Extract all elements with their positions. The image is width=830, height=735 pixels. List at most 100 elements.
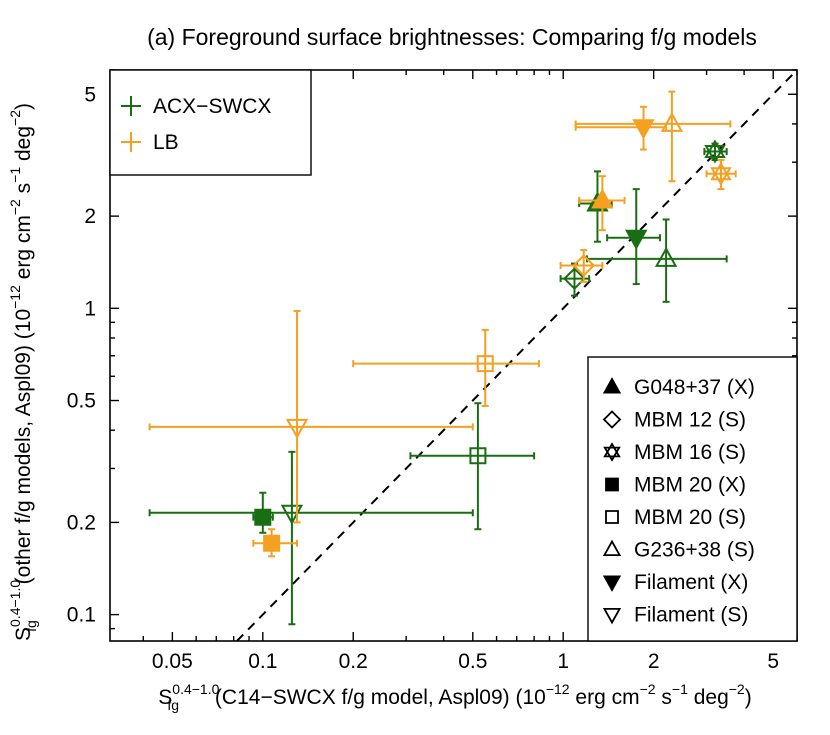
- x-label-base: S: [158, 686, 172, 709]
- legend-target-label: MBM 20 (S): [634, 506, 746, 529]
- legend-target-entry: G048+37 (X): [602, 376, 755, 399]
- x-tick-label: 0.5: [458, 650, 487, 673]
- one-to-one-line: [236, 70, 797, 641]
- y-label-exp-3: −1: [7, 167, 23, 183]
- data-point: [148, 450, 474, 626]
- x-tick-label: 0.05: [152, 650, 193, 673]
- data-point: [559, 262, 591, 297]
- legend-target-label: MBM 20 (X): [634, 474, 746, 497]
- y-tick-label: 0.2: [67, 511, 96, 534]
- y-tick-label: 0.1: [67, 604, 96, 627]
- y-label-unit-2: s: [12, 183, 35, 199]
- marker-star-open: [710, 161, 732, 186]
- legend-target-label: G236+38 (S): [634, 539, 755, 562]
- marker-diamond-open: [563, 267, 586, 291]
- legend-target-entry: MBM 20 (X): [605, 474, 746, 497]
- marker-tri-up-filled: [591, 188, 614, 209]
- data-point: [352, 328, 540, 407]
- data-point: [409, 402, 536, 531]
- y-tick-label: 2: [84, 205, 96, 228]
- legend-target-entry: MBM 20 (S): [605, 506, 746, 529]
- x-label-text: (C14−SWCX f/g model, Aspl09) (10: [209, 686, 546, 709]
- marker-square-filled: [263, 534, 281, 552]
- y-label-exp-1: −12: [7, 285, 23, 309]
- data-point: [606, 188, 662, 286]
- data-point: [586, 218, 728, 303]
- x-tick-label: 0.2: [339, 650, 368, 673]
- legend-models-frame: [109, 69, 312, 176]
- x-label-unit-3: deg: [688, 686, 729, 709]
- x-label-exp-2: −2: [640, 681, 656, 697]
- marker-square-open: [476, 355, 494, 373]
- legend-model-entry: ACX−SWCX: [121, 95, 271, 118]
- data-point: [705, 158, 737, 191]
- marker-tri-down-open: [285, 418, 309, 439]
- legend-marker-tri-up-filled: [602, 377, 622, 394]
- marker-tri-up-open: [654, 246, 678, 267]
- x-tick-label: 2: [648, 650, 660, 673]
- legend-marker-diamond-open: [602, 410, 622, 429]
- legend-marker-square-open: [605, 510, 619, 524]
- x-label-end: ): [745, 686, 752, 709]
- legend-targets-frame: [587, 356, 798, 642]
- x-label-exp-4: −2: [729, 681, 745, 697]
- legend-model-entry: LB: [121, 131, 179, 154]
- chart-title: (a) Foreground surface brightnesses: Com…: [147, 24, 757, 50]
- data-point: [703, 139, 728, 164]
- legend-target-label: Filament (X): [634, 571, 748, 594]
- legend-marker-tri-up-open: [602, 539, 622, 556]
- legend-target-entry: MBM 12 (S): [602, 409, 746, 432]
- y-label-subscript: fg: [23, 620, 39, 632]
- y-label-unit-1: erg cm: [12, 215, 35, 285]
- data-point: [252, 528, 299, 558]
- y-tick-label: 1: [84, 297, 96, 320]
- marker-tri-down-filled: [632, 119, 655, 140]
- legend-model-label: LB: [153, 131, 179, 154]
- x-label-unit-1: erg cm: [570, 686, 640, 709]
- legend-target-entry: Filament (S): [602, 604, 748, 627]
- legend-model-label: ACX−SWCX: [153, 95, 271, 118]
- y-label-superscript: 0.4−1.0: [7, 580, 23, 627]
- y-tick-label: 0.5: [67, 390, 96, 413]
- y-label-exp-4: −2: [7, 110, 23, 126]
- data-point: [574, 105, 668, 151]
- y-label-end: ): [12, 103, 35, 110]
- legend-targets: G048+37 (X) MBM 12 (S) MBM 16 (S) MBM 20 (X…: [587, 356, 798, 642]
- y-label-unit-3: deg: [12, 126, 35, 167]
- x-label-exp-1: −12: [546, 681, 570, 697]
- plot-clip-group: [148, 70, 797, 641]
- legend-marker-tri-down-open: [602, 608, 622, 625]
- x-label-superscript: 0.4−1.0: [172, 681, 219, 697]
- x-label-subscript: fg: [167, 697, 179, 713]
- legend-target-label: Filament (S): [634, 604, 748, 627]
- y-label-base: S: [12, 627, 35, 641]
- x-tick-label: 1: [557, 650, 569, 673]
- series-lb: [148, 90, 737, 558]
- legend-marker-star-open: [603, 442, 621, 462]
- legend-target-entry: MBM 16 (S): [603, 441, 746, 464]
- legend-marker-tri-down-filled: [602, 575, 622, 592]
- y-label-text: (other f/g models, Aspl09) (10: [12, 309, 35, 590]
- legend-target-label: MBM 16 (S): [634, 441, 746, 464]
- x-label-exp-3: −1: [672, 681, 688, 697]
- legend-target-label: MBM 12 (S): [634, 409, 746, 432]
- y-label-exp-2: −2: [7, 199, 23, 215]
- marker-tri-up-open: [660, 111, 684, 132]
- data-point: [574, 90, 732, 183]
- x-label-unit-2: s: [656, 686, 672, 709]
- plot-area: [148, 70, 797, 641]
- data-point: [559, 249, 604, 283]
- legend-marker-square-filled: [605, 477, 619, 492]
- marker-diamond-open: [572, 254, 596, 277]
- legend-target-label: G048+37 (X): [634, 376, 755, 399]
- legend-target-entry: G236+38 (S): [602, 539, 755, 562]
- legend-models: ACX−SWCX LB: [109, 69, 312, 176]
- marker-square-open: [469, 447, 487, 465]
- y-axis-label: S0.4−1.0fg (other f/g models, Aspl09) (1…: [7, 103, 39, 641]
- data-point: [578, 175, 626, 232]
- y-tick-label: 5: [84, 83, 96, 106]
- data-point: [148, 310, 474, 524]
